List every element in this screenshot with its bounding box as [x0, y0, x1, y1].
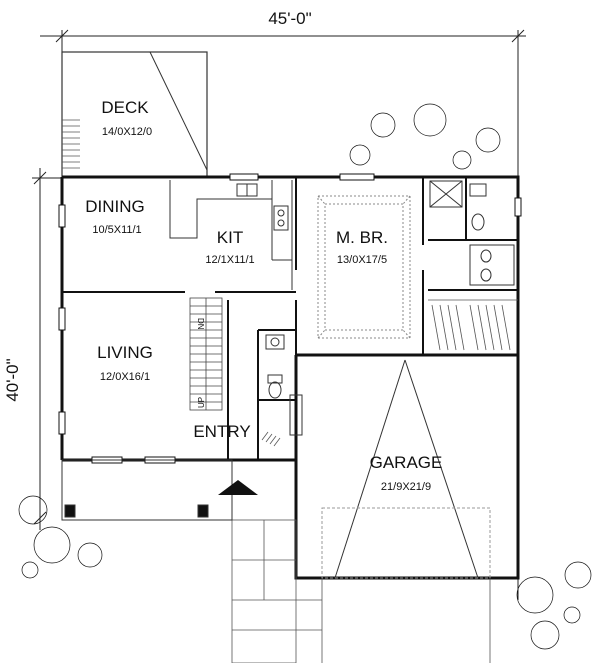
coat-closet	[261, 431, 281, 447]
dining-size: 10/5X11/1	[92, 224, 141, 236]
kit-label: KIT	[217, 228, 243, 247]
powder-room	[265, 334, 285, 399]
width-dimension-line	[40, 29, 526, 60]
entry-label: ENTRY	[193, 422, 250, 441]
stairs	[189, 297, 223, 411]
mbr-label: M. BR.	[336, 228, 388, 247]
garage-label: GARAGE	[370, 453, 443, 472]
depth-dimension-label: 40'-0"	[3, 358, 22, 401]
deck-label: DECK	[101, 98, 149, 117]
deck-size: 14/0X12/0	[102, 126, 152, 138]
interior-walls	[62, 177, 518, 460]
kit-size: 12/1X11/1	[205, 254, 254, 266]
living-size: 12/0X16/1	[100, 371, 150, 383]
master-bath	[429, 180, 515, 286]
stairs-down-label: DN	[196, 318, 205, 330]
living-label: LIVING	[97, 343, 153, 362]
walk-in-closet	[428, 299, 518, 351]
entry-door	[289, 394, 303, 436]
mbr-size: 13/0X17/5	[337, 254, 387, 266]
tray-ceiling	[317, 195, 411, 339]
garage-size: 21/9X21/9	[381, 481, 431, 493]
width-dimension-label: 45'-0"	[268, 9, 311, 28]
front-porch	[61, 459, 233, 521]
garage-door	[321, 507, 491, 579]
landscaping	[18, 103, 592, 650]
stairs-up-label: UP	[197, 397, 206, 408]
kitchen-counters	[169, 180, 293, 290]
garage-roof-lines	[334, 359, 479, 579]
driveway	[231, 519, 491, 663]
dining-label: DINING	[85, 197, 145, 216]
entry-arrow-icon	[218, 480, 258, 495]
depth-dimension-line	[32, 168, 62, 530]
